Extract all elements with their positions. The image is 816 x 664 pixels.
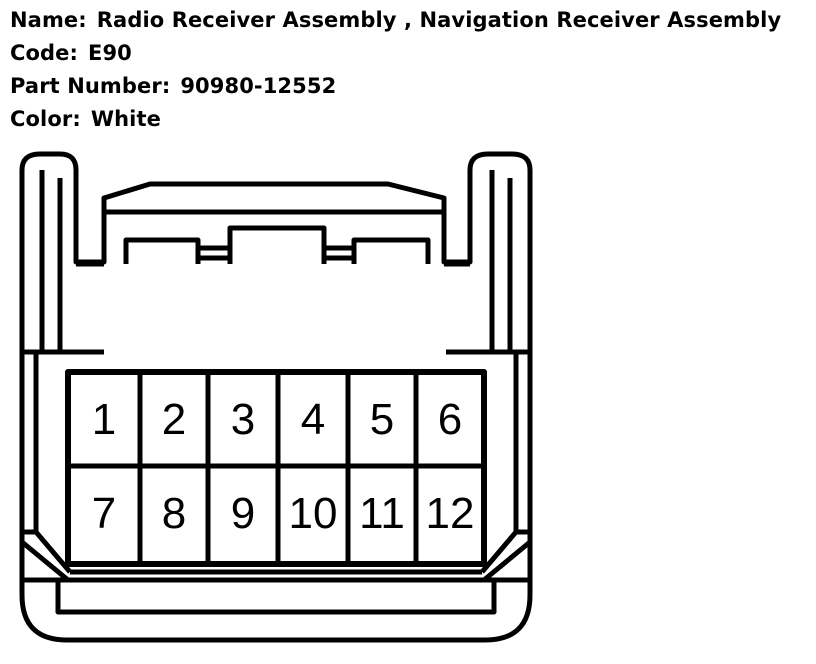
pin-3: 3 <box>231 395 255 444</box>
name-label: Name: <box>10 8 87 32</box>
part-number-row: Part Number: 90980-12552 <box>10 70 781 103</box>
pin-9: 9 <box>231 489 255 538</box>
part-number-label: Part Number: <box>10 74 171 98</box>
pin-10: 10 <box>289 489 338 538</box>
lock-bridge <box>198 245 354 261</box>
code-row: Code: E90 <box>10 37 781 70</box>
pin-11: 11 <box>359 489 405 538</box>
pin-1: 1 <box>92 395 116 444</box>
inner-wall-left <box>22 352 72 574</box>
code-value: E90 <box>88 41 132 65</box>
part-number-value: 90980-12552 <box>180 74 337 98</box>
lock-tab-right <box>351 237 431 264</box>
bottom-lip <box>22 569 530 615</box>
connector-housing-outline <box>19 151 533 643</box>
lock-tab-center <box>227 225 327 264</box>
pin-7: 7 <box>92 489 116 538</box>
color-row: Color: White <box>10 103 781 136</box>
name-value: Radio Receiver Assembly , Navigation Rec… <box>96 8 782 32</box>
pin-4: 4 <box>301 395 325 444</box>
pin-12: 12 <box>426 489 475 538</box>
pin-8: 8 <box>162 489 186 538</box>
code-label: Code: <box>10 41 79 65</box>
name-row: Name: Radio Receiver Assembly , Navigatio… <box>10 4 781 37</box>
color-value: White <box>90 107 161 131</box>
inner-wall-right-bevel <box>482 540 532 582</box>
pin-5: 5 <box>370 395 394 444</box>
connector-info: Name: Radio Receiver Assembly , Navigatio… <box>10 4 781 136</box>
inner-wall-left-bevel <box>20 540 70 582</box>
pin-grid <box>68 372 484 564</box>
top-shoulder <box>76 209 470 267</box>
inner-wall-right <box>480 352 530 574</box>
lock-tab-left <box>123 237 201 264</box>
color-label: Color: <box>10 107 81 131</box>
pin-6: 6 <box>438 395 462 444</box>
pin-2: 2 <box>162 395 186 444</box>
